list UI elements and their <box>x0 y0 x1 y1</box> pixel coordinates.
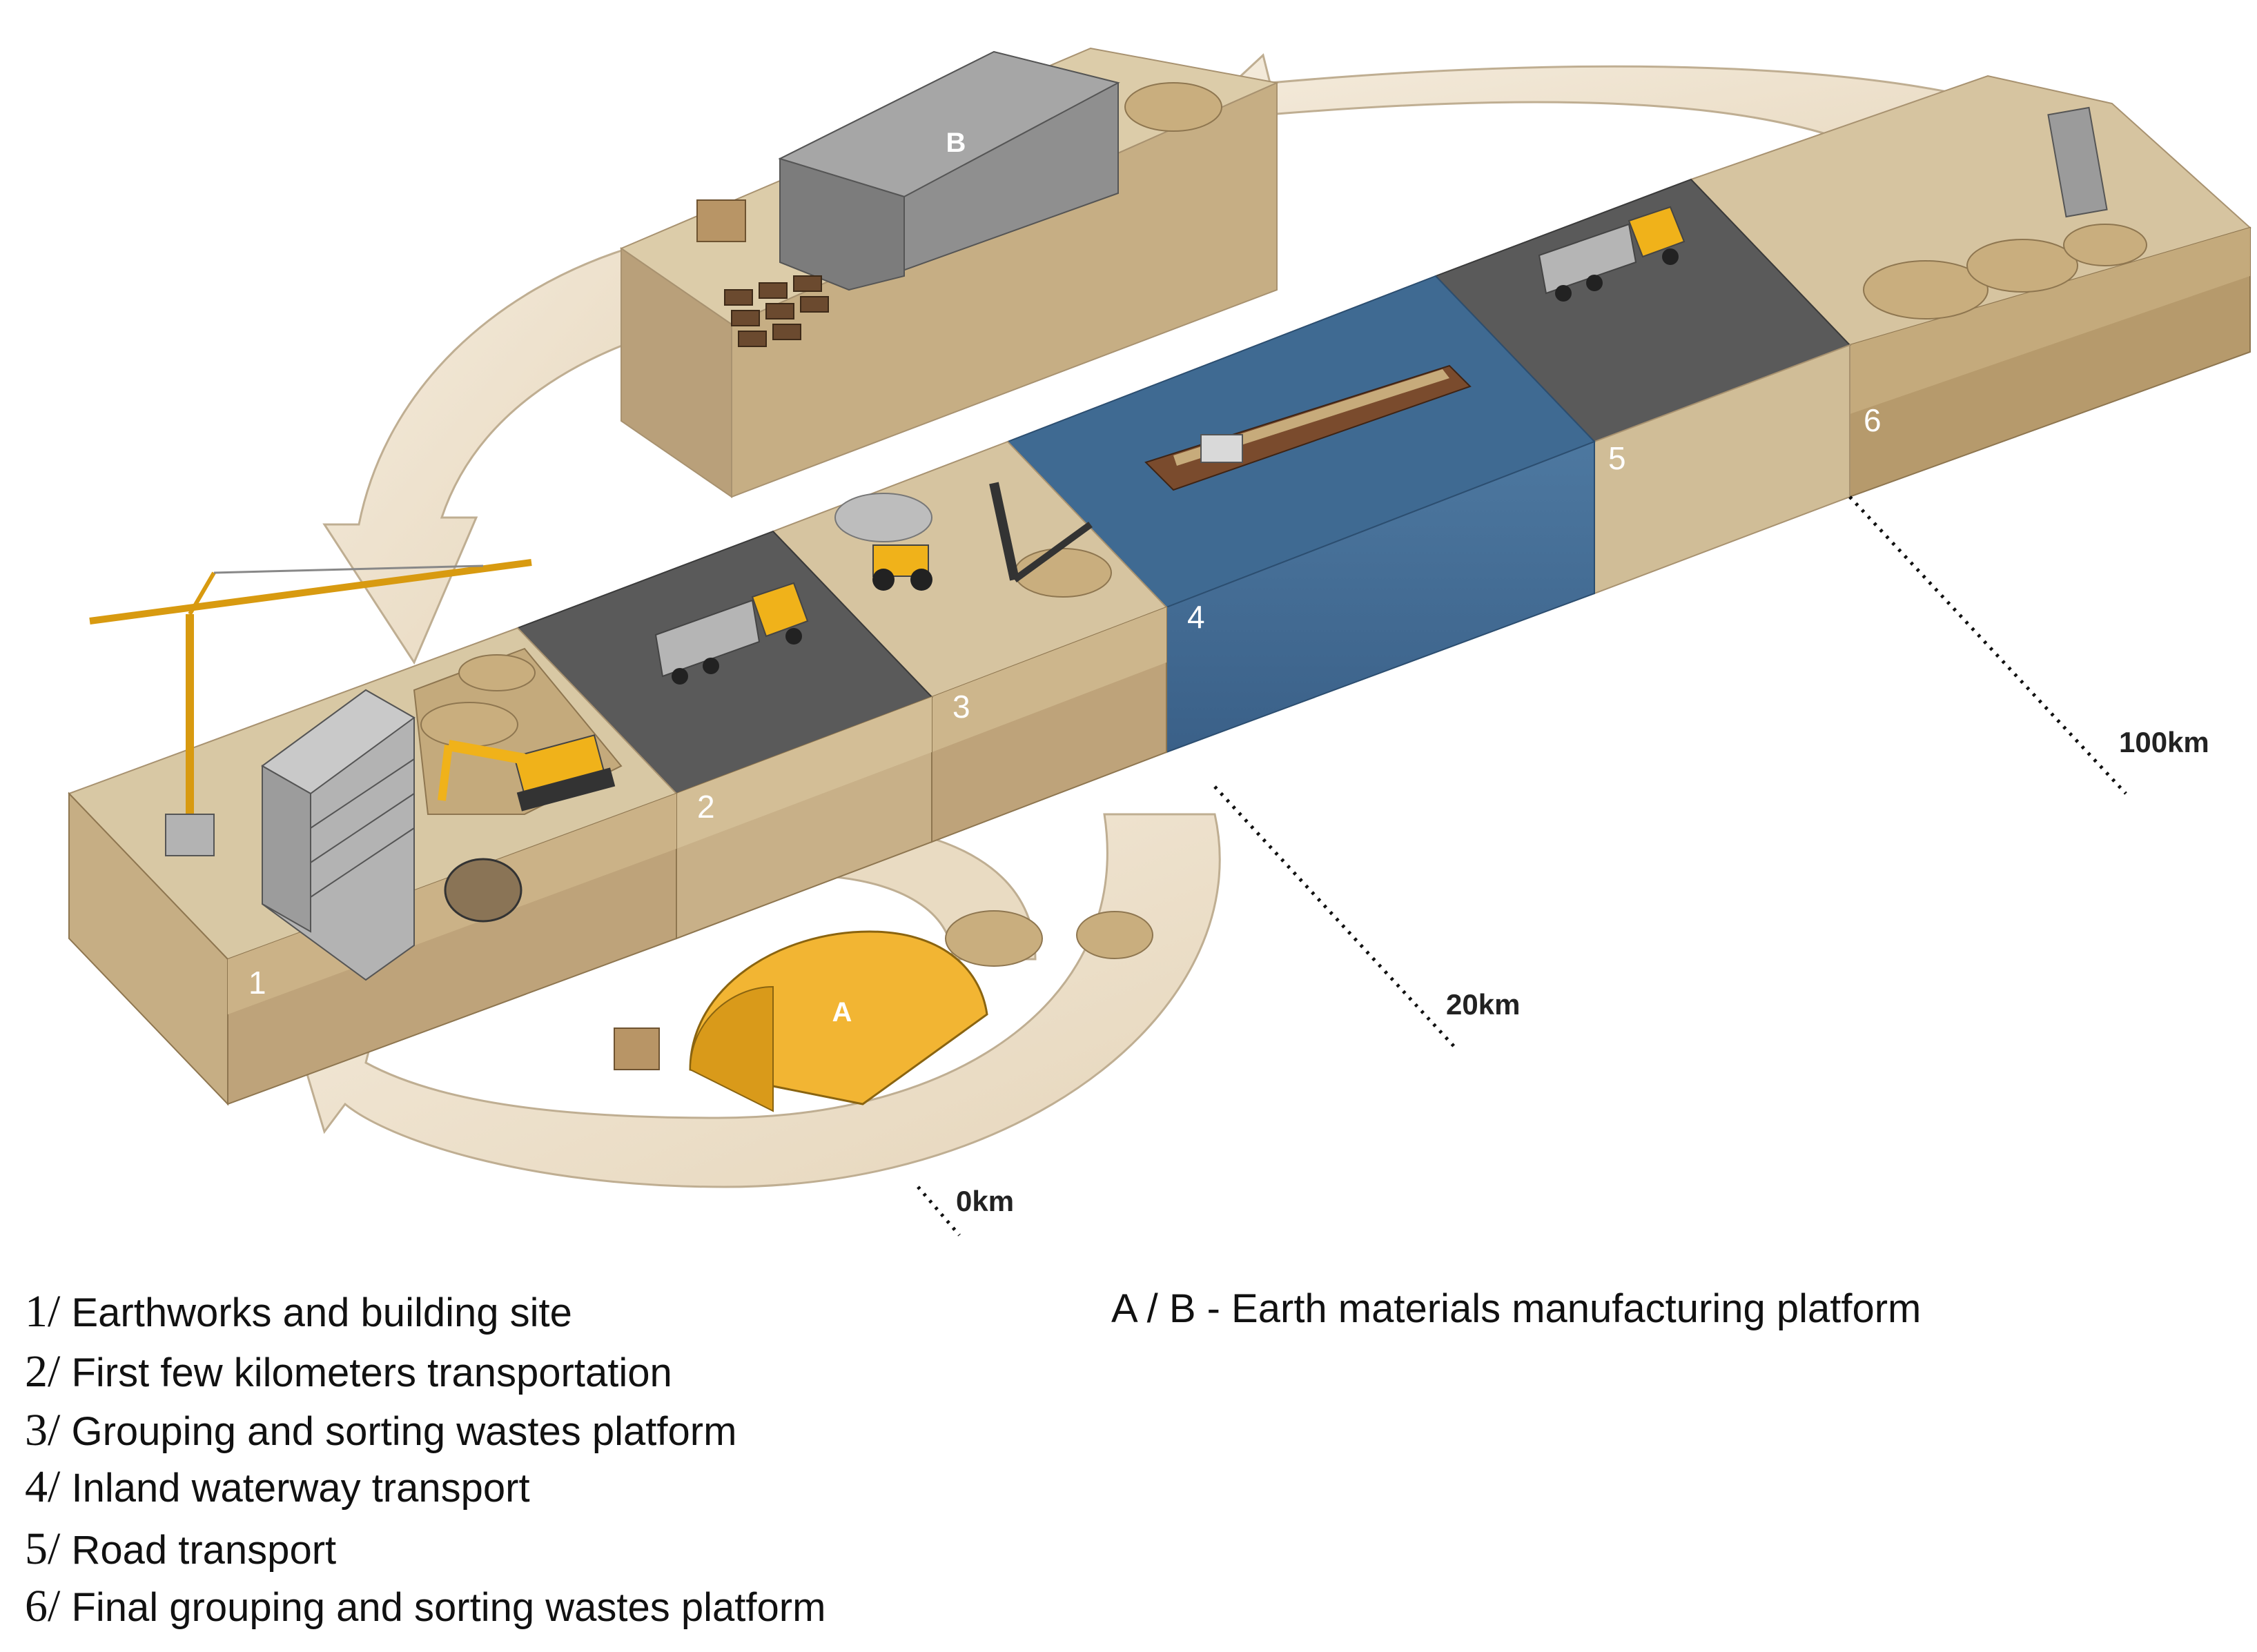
legend-text-2: First few kilometers transportation <box>71 1350 672 1395</box>
legend-num-6: 6/ <box>25 1581 61 1631</box>
legend-text-4: Inland waterway transport <box>71 1466 530 1511</box>
tower-crane <box>89 559 532 856</box>
legend-item-6: 6/ Final grouping and sorting wastes pla… <box>25 1584 825 1629</box>
segment-2-label: 2 <box>697 789 715 825</box>
distance-0km: 0km <box>956 1185 1014 1217</box>
distance-20km: 20km <box>1446 988 1520 1021</box>
legend-text-1: Earthworks and building site <box>71 1290 572 1335</box>
segment-3: 3 <box>772 440 1168 843</box>
legend-item-5: 5/ Road transport <box>25 1526 336 1572</box>
distance-line-0km <box>917 1186 961 1237</box>
return-arrow-b-to-1 <box>322 247 665 665</box>
legend-text-6: Final grouping and sorting wastes platfo… <box>71 1585 826 1630</box>
segment-4: 4 <box>1006 275 1596 754</box>
crates-b <box>696 199 746 242</box>
segment-6: 6 <box>1690 75 2252 498</box>
legend-item-3: 3/ Grouping and sorting wastes platform <box>25 1408 736 1453</box>
segment-1: 1 <box>68 559 678 1106</box>
segment-5-label: 5 <box>1608 440 1626 476</box>
building-under-construction <box>261 689 416 981</box>
legend-text-3: Grouping and sorting wastes platform <box>71 1409 737 1454</box>
legend-item-1: 1/ Earthworks and building site <box>25 1289 572 1335</box>
legend-num-4: 4/ <box>25 1462 61 1512</box>
segment-1-label: 1 <box>248 965 266 1001</box>
segment-4-label: 4 <box>1187 599 1205 635</box>
truck-5 <box>1538 206 1686 302</box>
legend-num-2: 2/ <box>25 1346 61 1397</box>
legend-item-2: 2/ First few kilometers transportation <box>25 1349 672 1395</box>
brick-stacks-b <box>724 275 829 347</box>
distance-line-100km <box>1848 495 2127 795</box>
return-arrow-ring-a <box>302 813 1221 1188</box>
barge <box>1144 364 1472 491</box>
logistics-diagram: B 6 5 4 <box>68 47 2252 1237</box>
legend-item-4: 4/ Inland waterway transport <box>25 1464 530 1510</box>
crates-a <box>614 1027 660 1070</box>
platform-b-label: B <box>946 128 966 158</box>
distance-line-20km <box>1213 785 1458 1050</box>
loader <box>872 544 932 591</box>
platform-a-label: A <box>832 997 852 1027</box>
truck-2 <box>654 582 809 685</box>
segment-3-label: 3 <box>952 689 970 725</box>
excavator <box>438 734 616 812</box>
segment-6-label: 6 <box>1864 402 1882 438</box>
platform-a: A <box>614 910 1153 1112</box>
building-b: B <box>778 50 1120 291</box>
legend-num-1: 1/ <box>25 1286 61 1337</box>
legend-text-5: Road transport <box>71 1528 337 1573</box>
distance-100km: 100km <box>2119 726 2209 758</box>
segment-2: 2 <box>516 530 933 940</box>
segment-5: 5 <box>1434 178 1851 595</box>
conveyor <box>989 482 1019 581</box>
legend-num-5: 5/ <box>25 1524 61 1574</box>
legend-ab-note: A / B - Earth materials manufacturing pl… <box>1111 1286 1922 1331</box>
legend-num-3: 3/ <box>25 1405 61 1455</box>
